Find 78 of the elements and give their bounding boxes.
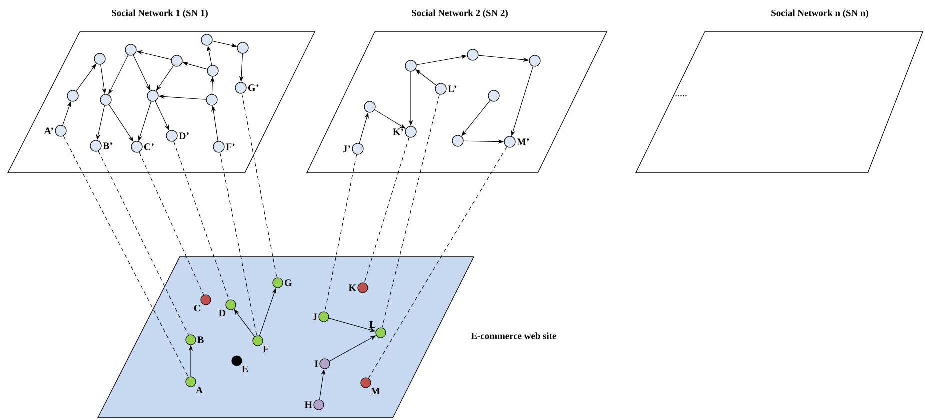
graph-node — [358, 282, 368, 294]
node-label: M’ — [517, 138, 530, 146]
node-label: J’ — [343, 146, 350, 152]
graph-node — [504, 136, 516, 148]
graph-node — [213, 141, 225, 153]
dashed-line — [364, 137, 410, 284]
graph-node — [125, 44, 137, 56]
dashed-line — [174, 141, 230, 300]
node-label: E — [242, 366, 248, 372]
node-label: E-commerce web site — [471, 332, 556, 340]
graph-node — [100, 94, 112, 106]
node-label: C — [194, 304, 200, 312]
graph-node — [405, 126, 417, 138]
graph-node — [186, 334, 196, 346]
graph-node — [467, 49, 479, 61]
node-label: D’ — [179, 132, 189, 140]
graph-node — [318, 312, 330, 322]
graph-node — [147, 90, 159, 102]
node-label: A — [196, 386, 204, 394]
graph-node — [360, 378, 372, 388]
dashed-line — [324, 154, 358, 312]
graph-node — [314, 400, 324, 410]
graph-node — [226, 300, 236, 310]
graph-node — [452, 135, 464, 147]
graph-node — [90, 140, 102, 152]
graph-node — [252, 336, 264, 346]
graph-node — [94, 53, 106, 65]
node-label: I — [314, 360, 318, 368]
node-label: L — [370, 322, 376, 328]
dashed-line — [139, 152, 204, 296]
graph-node — [529, 55, 541, 67]
graph-node — [272, 278, 284, 288]
node-label: H — [304, 402, 312, 408]
node-label: K’ — [393, 128, 404, 136]
dashed-line — [382, 94, 440, 328]
graph-node — [55, 125, 67, 137]
graph-node — [166, 130, 178, 142]
node-label: Social Network n (SN n) — [772, 10, 868, 18]
graph-node — [200, 294, 212, 306]
node-label: D — [219, 310, 226, 316]
graph-node — [201, 34, 213, 46]
node-label: B — [198, 336, 204, 344]
node-label: Social Network 2 (SN 2) — [412, 10, 508, 18]
graph-node — [405, 60, 417, 72]
graph-node — [352, 143, 364, 155]
graph-node — [206, 94, 218, 106]
dashed-line — [242, 93, 278, 278]
graph-node — [364, 101, 376, 113]
node-label: F — [263, 346, 269, 352]
node-label: J — [312, 314, 318, 320]
node-label: Social Network 1 (SN 1) — [112, 10, 208, 18]
dashed-line — [220, 152, 258, 336]
dashed-line — [63, 136, 189, 378]
node-label: C’ — [144, 144, 154, 150]
graph-node — [235, 82, 247, 94]
node-label: G’ — [248, 84, 258, 92]
graph-node — [131, 141, 143, 153]
graph-node — [232, 356, 242, 366]
node-label: L’ — [448, 86, 456, 92]
node-label: A’ — [44, 128, 54, 134]
graph-node — [435, 83, 447, 95]
node-label: M — [371, 388, 380, 394]
dashed-line — [98, 150, 189, 336]
node-label: F’ — [226, 144, 235, 150]
node-label: K — [348, 284, 356, 292]
node-label: B’ — [103, 142, 112, 150]
graph-node — [186, 376, 196, 388]
graph-node — [171, 55, 183, 67]
graph-node — [67, 90, 79, 102]
arrow — [462, 100, 491, 136]
graph-node — [237, 42, 249, 54]
dashed-line — [368, 146, 508, 379]
graph-node — [207, 65, 219, 77]
node-label: G — [285, 280, 292, 286]
arrow — [416, 70, 437, 86]
graph-node — [320, 358, 330, 370]
graph-node — [488, 90, 500, 102]
graph-node — [376, 328, 386, 338]
